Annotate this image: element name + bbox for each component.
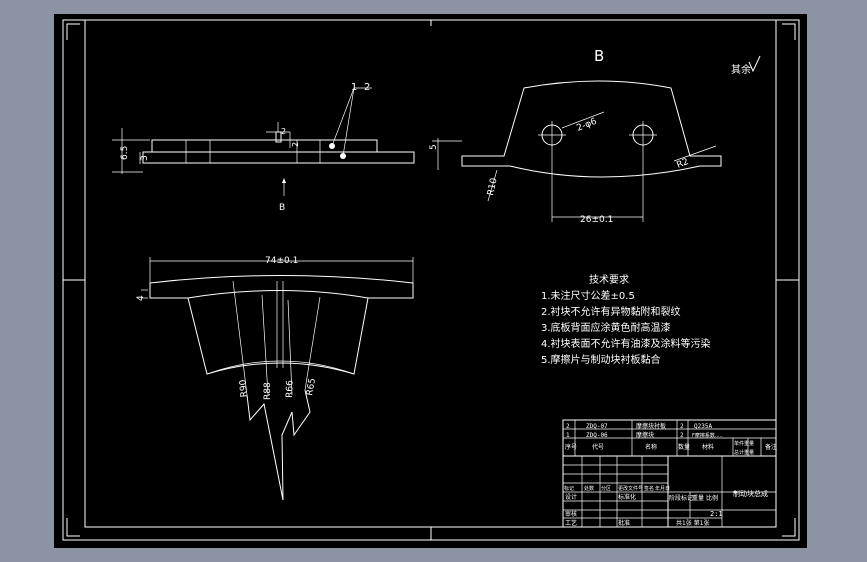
tech-req-item-3: 3.底板背面应涂黄色耐高温漆 bbox=[541, 321, 671, 334]
svg-text:2: 2 bbox=[680, 423, 684, 430]
svg-text:2: 2 bbox=[680, 432, 684, 439]
dim-r88: R88 bbox=[263, 382, 273, 400]
section-label: B bbox=[594, 47, 604, 65]
roughness-icon bbox=[748, 55, 761, 73]
svg-text:处数: 处数 bbox=[584, 485, 594, 492]
dim-5: 5 bbox=[429, 144, 439, 150]
svg-text:材料: 材料 bbox=[702, 443, 714, 451]
svg-text:序号: 序号 bbox=[565, 443, 577, 451]
dim-r10: R10 bbox=[486, 177, 500, 197]
svg-text:1: 1 bbox=[566, 432, 570, 439]
svg-text:F摩擦系数.....: F摩擦系数..... bbox=[692, 432, 723, 439]
svg-text:共1张 第1张: 共1张 第1张 bbox=[676, 519, 710, 527]
drawing-sheet bbox=[54, 14, 807, 548]
tech-req-item-5: 5.摩擦片与制动块衬板黏合 bbox=[541, 353, 661, 366]
svg-text:重量: 重量 bbox=[692, 494, 704, 502]
svg-text:比例: 比例 bbox=[706, 494, 718, 502]
svg-text:代号: 代号 bbox=[592, 443, 604, 451]
svg-text:ZDQ-07: ZDQ-07 bbox=[586, 423, 608, 430]
svg-text:分区: 分区 bbox=[601, 485, 611, 492]
svg-text:标记: 标记 bbox=[564, 485, 574, 492]
svg-text:标准化: 标准化 bbox=[618, 493, 636, 501]
dim-3: 3 bbox=[140, 155, 150, 161]
svg-text:设计: 设计 bbox=[565, 493, 577, 501]
svg-text:批准: 批准 bbox=[618, 519, 630, 527]
dim-6-5: 6.5 bbox=[120, 146, 130, 160]
dim-4: 4 bbox=[136, 295, 146, 301]
svg-text:名称: 名称 bbox=[645, 443, 657, 451]
dim-r65: R65 bbox=[305, 377, 318, 396]
svg-text:年月日: 年月日 bbox=[655, 485, 670, 492]
svg-text:更改文件号: 更改文件号 bbox=[618, 485, 643, 492]
svg-text:单件重量: 单件重量 bbox=[734, 440, 754, 447]
tech-req-item-4: 4.衬块表面不允许有油漆及涂料等污染 bbox=[541, 337, 711, 350]
balloon-2: 2 bbox=[364, 82, 370, 93]
svg-text:2: 2 bbox=[566, 423, 570, 430]
roughness-note: 其余 bbox=[731, 63, 751, 76]
svg-text:审核: 审核 bbox=[565, 510, 577, 518]
svg-text:摩擦块: 摩擦块 bbox=[636, 431, 654, 439]
svg-text:ZDQ-06: ZDQ-06 bbox=[586, 432, 608, 439]
dim-2b: 2 bbox=[291, 142, 300, 147]
title-block: 2 ZDQ-07 摩擦块衬板 2 Q235A 1 ZDQ-06 摩擦块 2 F摩… bbox=[562, 419, 777, 528]
dim-2a: 2 bbox=[281, 127, 286, 136]
svg-text:2:1: 2:1 bbox=[710, 510, 723, 518]
svg-text:摩擦块衬板: 摩擦块衬板 bbox=[636, 422, 666, 430]
dim-74: 74±0.1 bbox=[265, 256, 298, 266]
svg-text:阶段标记: 阶段标记 bbox=[669, 494, 693, 502]
svg-text:工艺: 工艺 bbox=[565, 519, 577, 527]
dim-r2: R2 bbox=[675, 157, 690, 171]
front-view: 74±0.1 4 R90 R88 R66 R65 bbox=[136, 256, 414, 501]
technical-requirements: 技术要求 1.未注尺寸公差±0.5 2.衬块不允许有异物黏附和裂纹 3.底板背面… bbox=[541, 273, 711, 366]
drawing-name: 制动块总成 bbox=[733, 489, 768, 498]
tech-req-title: 技术要求 bbox=[589, 273, 629, 286]
svg-text:Q235A: Q235A bbox=[694, 423, 712, 430]
dim-26: 26±0.1 bbox=[580, 215, 613, 225]
svg-text:签名: 签名 bbox=[644, 485, 654, 492]
tech-req-item-1: 1.未注尺寸公差±0.5 bbox=[541, 289, 635, 302]
tech-req-item-2: 2.衬块不允许有异物黏附和裂纹 bbox=[541, 305, 681, 318]
view-b: 26±0.1 2-φ6 5 R2 R10 bbox=[429, 80, 722, 225]
balloon-1: 1 bbox=[351, 82, 357, 93]
top-view: 1 2 6.5 3 2 2 B bbox=[112, 82, 415, 213]
svg-text:备注: 备注 bbox=[765, 443, 777, 451]
svg-text:数量: 数量 bbox=[678, 443, 690, 451]
svg-text:总计重量: 总计重量 bbox=[734, 449, 754, 456]
view-arrow-b: B bbox=[279, 203, 285, 213]
dim-r66: R66 bbox=[285, 380, 296, 398]
dim-r90: R90 bbox=[238, 379, 250, 398]
